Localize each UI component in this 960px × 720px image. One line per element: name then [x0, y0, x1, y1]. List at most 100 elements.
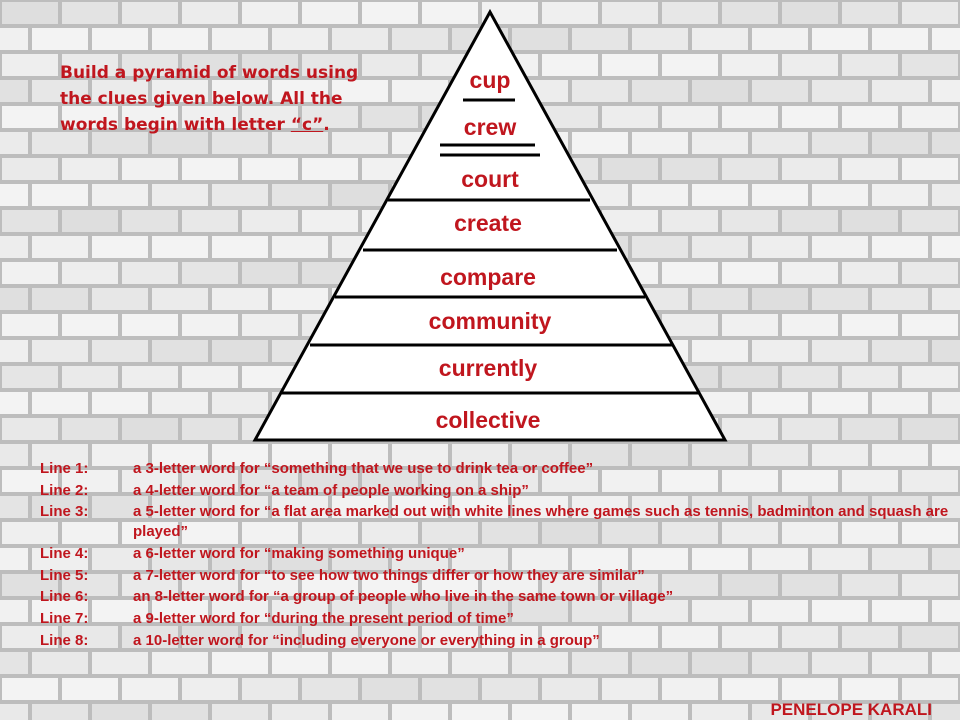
brick — [572, 600, 628, 622]
clue-text: a 3-letter word for “something that we u… — [133, 460, 594, 477]
brick — [722, 522, 778, 544]
clue-item: Line 1:a 3-letter word for “something th… — [40, 459, 950, 479]
brick — [92, 236, 148, 258]
brick — [632, 28, 688, 50]
brick — [842, 366, 898, 388]
brick — [812, 600, 868, 622]
brick — [332, 652, 388, 674]
brick — [92, 704, 148, 720]
brick — [602, 626, 658, 648]
brick — [0, 80, 28, 102]
brick — [662, 678, 718, 700]
brick — [782, 574, 838, 596]
brick — [362, 106, 418, 128]
brick — [752, 236, 808, 258]
brick — [902, 366, 958, 388]
brick — [242, 158, 298, 180]
brick — [752, 652, 808, 674]
brick — [272, 548, 328, 570]
brick — [542, 54, 598, 76]
brick — [692, 652, 748, 674]
brick — [302, 158, 358, 180]
brick — [602, 158, 658, 180]
brick — [932, 236, 960, 258]
brick — [722, 106, 778, 128]
brick — [842, 262, 898, 284]
brick — [572, 444, 628, 466]
brick — [782, 262, 838, 284]
brick — [782, 54, 838, 76]
brick — [0, 548, 28, 570]
brick — [872, 28, 928, 50]
brick — [932, 548, 960, 570]
brick — [122, 54, 178, 76]
brick — [392, 444, 448, 466]
brick — [632, 80, 688, 102]
brick — [152, 132, 208, 154]
brick — [182, 314, 238, 336]
brick — [152, 80, 208, 102]
clue-item: Line 4:a 6-letter word for “making somet… — [40, 544, 950, 564]
brick — [302, 54, 358, 76]
brick — [932, 496, 960, 518]
brick — [662, 210, 718, 232]
brick — [272, 600, 328, 622]
brick — [722, 626, 778, 648]
brick — [182, 626, 238, 648]
brick — [482, 470, 538, 492]
brick — [842, 418, 898, 440]
brick — [812, 444, 868, 466]
brick — [332, 444, 388, 466]
brick — [872, 600, 928, 622]
brick — [62, 158, 118, 180]
brick — [782, 2, 838, 24]
brick — [482, 626, 538, 648]
brick — [722, 314, 778, 336]
brick — [842, 106, 898, 128]
brick — [722, 158, 778, 180]
brick — [62, 470, 118, 492]
brick — [812, 704, 868, 720]
brick — [272, 652, 328, 674]
brick — [692, 184, 748, 206]
brick — [62, 54, 118, 76]
clue-line-label: Line 5: — [40, 566, 89, 584]
brick — [152, 496, 208, 518]
brick — [482, 574, 538, 596]
brick — [212, 496, 268, 518]
brick — [452, 444, 508, 466]
brick — [2, 210, 58, 232]
brick — [632, 652, 688, 674]
brick — [902, 522, 958, 544]
brick — [662, 158, 718, 180]
brick — [632, 548, 688, 570]
brick — [782, 418, 838, 440]
brick — [842, 210, 898, 232]
brick — [212, 444, 268, 466]
brick — [122, 262, 178, 284]
brick — [632, 236, 688, 258]
brick — [842, 574, 898, 596]
brick — [422, 522, 478, 544]
brick — [632, 704, 688, 720]
brick — [332, 600, 388, 622]
clue-text: a 4-letter word for “a team of people wo… — [133, 481, 529, 499]
brick — [812, 184, 868, 206]
brick — [542, 626, 598, 648]
brick — [902, 678, 958, 700]
brick — [932, 600, 960, 622]
brick — [812, 392, 868, 414]
brick — [512, 548, 568, 570]
pyramid-divider-lines — [280, 98, 700, 395]
brick — [272, 80, 328, 102]
brick — [62, 678, 118, 700]
brick — [932, 392, 960, 414]
brick — [242, 210, 298, 232]
brick — [182, 54, 238, 76]
brick — [392, 80, 448, 102]
brick — [0, 340, 28, 362]
brick — [32, 704, 88, 720]
brick — [2, 522, 58, 544]
brick — [872, 80, 928, 102]
clue-list: Line 1:a 3-letter word for “something th… — [40, 459, 950, 653]
